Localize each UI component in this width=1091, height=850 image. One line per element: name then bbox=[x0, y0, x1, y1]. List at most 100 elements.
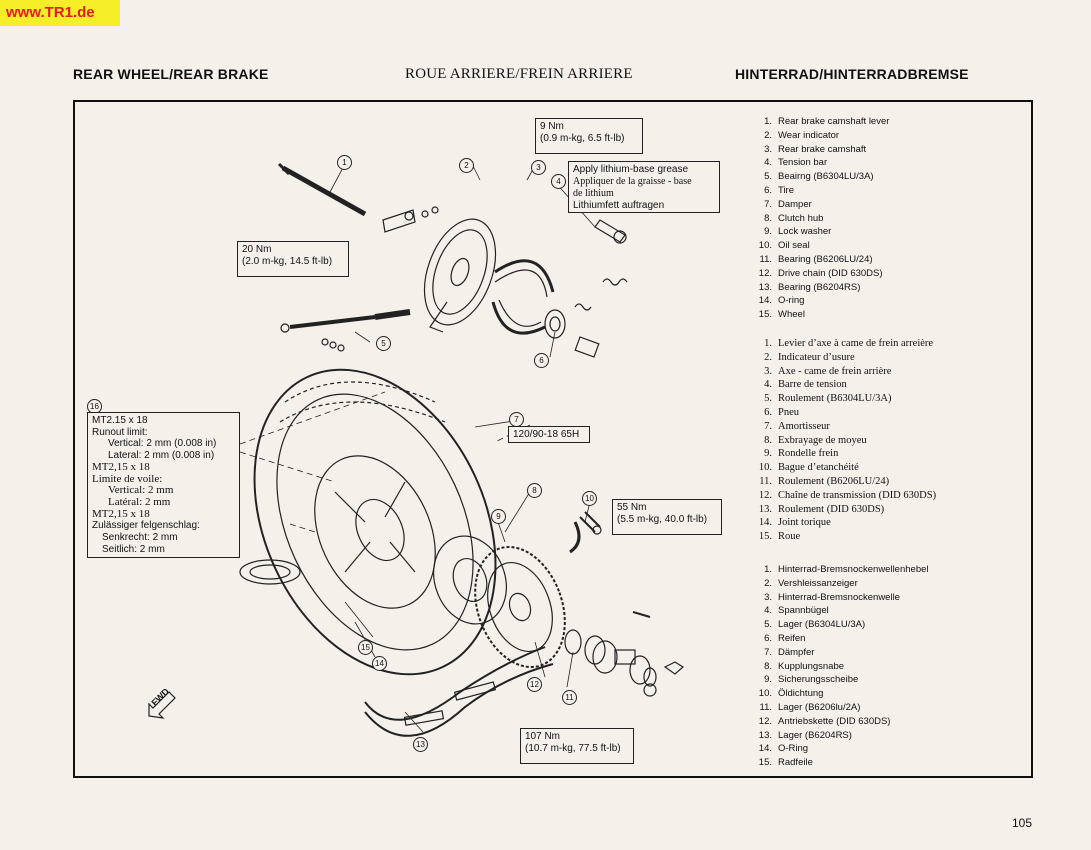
camshaft-shape bbox=[594, 219, 627, 244]
legend-item: Lager (B6304LU/3A) bbox=[778, 619, 866, 631]
legend-item: Rear brake camshaft lever bbox=[778, 116, 890, 127]
legend-item: Dämpfer bbox=[778, 646, 815, 658]
circlip-shape bbox=[569, 521, 581, 554]
part-marker-16: 16 bbox=[87, 399, 102, 414]
legend-item: Damper bbox=[778, 198, 812, 210]
legend-item: Bearing (B6206LU/24) bbox=[778, 253, 873, 265]
runout-line: Limite de voile: bbox=[92, 472, 163, 485]
legend-item: Wheel bbox=[778, 309, 805, 321]
part-marker-4: 4 bbox=[551, 174, 566, 189]
legend-item: Drive chain (DID 630DS) bbox=[778, 267, 883, 279]
grease-callout: Apply lithium-base grease Appliquer de l… bbox=[568, 161, 720, 213]
runout-line: Vertical: 2 mm bbox=[108, 484, 174, 497]
torque-callout-9nm: 9 Nm (0.9 m-kg, 6.5 ft-lb) bbox=[535, 118, 643, 154]
legend-item: Exbrayage de moyeu bbox=[778, 434, 867, 446]
legend-item: Joint torique bbox=[778, 517, 831, 529]
oil-seal-shape bbox=[592, 525, 602, 535]
axle-shape bbox=[277, 162, 367, 217]
torque-conversion: (0.9 m-kg, 6.5 ft-lb) bbox=[540, 133, 625, 144]
legend-item: Antriebskette (DID 630DS) bbox=[778, 715, 891, 727]
part-marker-6: 6 bbox=[534, 353, 549, 368]
runout-line: MT2,15 x 18 bbox=[92, 460, 150, 473]
legend-item: Chaîne de transmission (DID 630DS) bbox=[778, 489, 937, 501]
part-marker-12: 12 bbox=[527, 677, 542, 692]
legend-item: Tension bar bbox=[778, 157, 828, 169]
legend-french: 1.Levier d’axe à came de frein arreière … bbox=[758, 338, 937, 543]
legend-item: Indicateur d’usure bbox=[778, 351, 855, 363]
legend-item: Öldichtung bbox=[778, 688, 824, 700]
legend-item: Rear brake camshaft bbox=[778, 143, 867, 155]
torque-value: 9 Nm bbox=[540, 121, 564, 132]
seal-bearing-shapes bbox=[564, 511, 685, 697]
tire-size-callout: 120/90-18 65H bbox=[508, 426, 590, 443]
header-en: REAR WHEEL/REAR BRAKE bbox=[73, 66, 269, 82]
runout-line: MT2.15 x 18 bbox=[92, 415, 148, 426]
runout-line: Runout limit: bbox=[92, 426, 148, 438]
drive-chain-shape bbox=[364, 646, 554, 737]
legend-item: Radfeile bbox=[778, 757, 813, 769]
header-fr: ROUE ARRIERE/FREIN ARRIERE bbox=[405, 66, 633, 82]
part-marker-15: 15 bbox=[358, 640, 373, 655]
legend-item: Pneu bbox=[778, 406, 799, 418]
torque-conversion: (2.0 m-kg, 14.5 ft-lb) bbox=[242, 256, 333, 267]
alignment-lines bbox=[239, 391, 531, 533]
part-marker-13: 13 bbox=[413, 737, 428, 752]
grease-line-fr-1: Appliquer de la graisse - base bbox=[573, 176, 692, 187]
page-number: 105 bbox=[1012, 816, 1033, 830]
diagram-frame bbox=[73, 100, 1033, 778]
runout-line: MT2,15 x 18 bbox=[92, 507, 150, 520]
part-marker-11: 11 bbox=[562, 690, 577, 705]
legend-item: Tire bbox=[778, 184, 795, 196]
legend-item: Roulement (B6206LU/24) bbox=[778, 475, 890, 487]
legend-item: Kupplungsnabe bbox=[778, 660, 845, 672]
exploded-view-drawing bbox=[239, 162, 685, 737]
tire-size-value: 120/90-18 65H bbox=[513, 429, 580, 440]
legend-item: Bearing (B6204RS) bbox=[778, 281, 861, 293]
legend-item: O-ring bbox=[778, 295, 805, 307]
part-marker-2: 2 bbox=[459, 158, 474, 173]
forward-arrow-icon bbox=[148, 691, 176, 719]
header-de: HINTERRAD/HINTERRADBREMSE bbox=[735, 66, 969, 82]
legend-item: Roue bbox=[778, 531, 801, 543]
legend-item: Hinterrad-Bremsnockenwellenhebel bbox=[778, 564, 929, 575]
part-marker-1: 1 bbox=[337, 155, 352, 170]
wheel-hub-shape bbox=[314, 455, 436, 609]
bearing-shape bbox=[544, 309, 566, 339]
torque-conversion: (5.5 m-kg, 40.0 ft-lb) bbox=[617, 514, 708, 525]
legend-item: Bague d’etanchéité bbox=[778, 462, 859, 474]
part-marker-3: 3 bbox=[531, 160, 546, 175]
runout-line: Seitlich: 2 mm bbox=[102, 543, 165, 555]
runout-line: Vertical: 2 mm (0.008 in) bbox=[108, 438, 217, 450]
torque-callout-107nm: 107 Nm (10.7 m-kg, 77.5 ft-lb) bbox=[520, 728, 634, 764]
watermark: www.TR1.de bbox=[0, 0, 120, 26]
legend-item: Clutch hub bbox=[778, 212, 824, 224]
part-marker-10: 10 bbox=[582, 491, 597, 506]
part-marker-7: 7 bbox=[509, 412, 524, 427]
torque-value: 20 Nm bbox=[242, 244, 272, 255]
part-marker-5: 5 bbox=[376, 336, 391, 351]
grease-line-en: Apply lithium-base grease bbox=[573, 164, 689, 175]
legend-english: 1.Rear brake camshaft lever 2.Wear indic… bbox=[758, 116, 890, 321]
legend-item: Wear indicator bbox=[778, 129, 840, 141]
clutch-hub-shape bbox=[433, 535, 507, 625]
part-marker-9: 9 bbox=[491, 509, 506, 524]
legend-item: Hinterrad-Bremsnockenwelle bbox=[778, 591, 900, 603]
torque-callout-55nm: 55 Nm (5.5 m-kg, 40.0 ft-lb) bbox=[612, 499, 722, 535]
legend-item: Lager (B6204RS) bbox=[778, 729, 852, 741]
runout-line: Lateral: 2 mm (0.008 in) bbox=[108, 450, 215, 462]
spring-shape bbox=[602, 278, 628, 286]
torque-conversion: (10.7 m-kg, 77.5 ft-lb) bbox=[525, 743, 621, 754]
runout-line: Senkrecht: 2 mm bbox=[102, 532, 178, 544]
legend-item: Reifen bbox=[778, 632, 806, 644]
brake-plate-shape bbox=[423, 218, 497, 333]
legend-item: Spannbügel bbox=[778, 605, 829, 617]
part-marker-8: 8 bbox=[527, 483, 542, 498]
legend-item: Levier d’axe à came de frein arreière bbox=[778, 338, 934, 349]
torque-callout-20nm: 20 Nm (2.0 m-kg, 14.5 ft-lb) bbox=[237, 241, 349, 277]
brake-shoes-shape bbox=[491, 259, 555, 335]
legend-item: Oil seal bbox=[778, 240, 810, 252]
runout-line: Latéral: 2 mm bbox=[108, 495, 171, 508]
legend-item: Lock washer bbox=[778, 226, 832, 238]
legend-item: Axe - came de frein arrière bbox=[778, 365, 892, 377]
legend-item: O-Ring bbox=[778, 743, 809, 755]
